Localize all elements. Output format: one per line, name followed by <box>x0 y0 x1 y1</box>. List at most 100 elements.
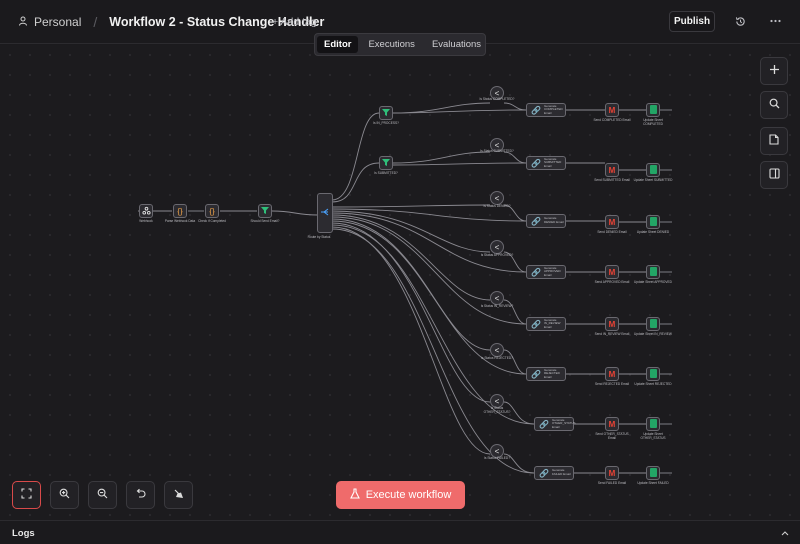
execute-workflow-button[interactable]: Execute workflow <box>336 481 465 509</box>
sheets-icon <box>649 164 657 176</box>
link-icon: 🔗 <box>539 468 549 478</box>
gmail-node[interactable]: M <box>605 417 619 431</box>
check-completed-node[interactable]: {} <box>205 204 219 218</box>
route-by-status-node[interactable] <box>317 193 333 233</box>
condition-node[interactable]: < <box>490 138 504 152</box>
sheets-icon <box>649 104 657 116</box>
code-icon: {} <box>209 206 215 216</box>
filter-icon <box>382 158 390 168</box>
toggle-panel-button[interactable] <box>760 161 788 189</box>
generate-email-node[interactable]: 🔗Generate DENIED Email <box>526 214 566 228</box>
more-options-icon[interactable] <box>768 14 782 28</box>
condition-label: Is Status COMPLETED? <box>479 97 515 101</box>
history-icon[interactable] <box>733 14 747 28</box>
condition-node[interactable]: < <box>490 240 504 254</box>
generate-email-label: Generate OTHER_STATUS Email <box>551 417 576 429</box>
chevron-up-icon[interactable] <box>778 526 792 540</box>
generate-email-node[interactable]: 🔗Generate IN_REVIEW Email <box>526 317 566 331</box>
condition-node[interactable]: < <box>490 191 504 205</box>
generate-email-label: Generate SUBMITTED Email <box>543 156 562 168</box>
generate-email-node[interactable]: 🔗Generate SUBMITTED Email <box>526 156 566 170</box>
tab-evaluations[interactable]: Evaluations <box>431 39 482 50</box>
gmail-node[interactable]: M <box>605 103 619 117</box>
webhook-node[interactable] <box>139 204 153 218</box>
gmail-node[interactable]: M <box>605 466 619 480</box>
sheets-label: Update Sheet OTHER_STATUS <box>640 432 666 440</box>
workflow-canvas[interactable] <box>0 45 800 520</box>
search-icon <box>769 96 780 114</box>
generate-email-node[interactable]: 🔗Generate REJECTED Email <box>526 367 566 381</box>
gmail-node[interactable]: M <box>605 367 619 381</box>
condition-node[interactable]: < <box>490 394 504 408</box>
plus-icon <box>769 62 780 80</box>
sheets-node[interactable] <box>646 103 660 117</box>
condition-node[interactable]: < <box>490 444 504 458</box>
gmail-icon: M <box>608 105 616 115</box>
gmail-node[interactable]: M <box>605 163 619 177</box>
tab-executions[interactable]: Executions <box>368 39 415 50</box>
gmail-node[interactable]: M <box>605 215 619 229</box>
workspace-link[interactable]: Personal <box>34 15 82 29</box>
user-icon <box>18 15 28 29</box>
flask-icon <box>349 488 360 502</box>
logs-panel-bar[interactable]: Logs <box>0 520 800 544</box>
zoom-in-button[interactable] <box>50 481 79 509</box>
tab-editor[interactable]: Editor <box>317 36 359 53</box>
generate-email-label: Generate REJECTED Email <box>543 367 560 379</box>
sticky-note-button[interactable] <box>760 127 788 155</box>
sheets-icon <box>649 216 657 228</box>
sheets-node[interactable] <box>646 317 660 331</box>
if-in-process-node[interactable] <box>379 106 393 120</box>
workflow-title[interactable]: Workflow 2 - Status Change Handler <box>109 15 325 29</box>
branch-icon: < <box>494 140 500 150</box>
gmail-node[interactable]: M <box>605 317 619 331</box>
gmail-label: Send COMPLETED Email <box>593 118 631 122</box>
add-node-button[interactable] <box>760 57 788 85</box>
generate-email-node[interactable]: 🔗Generate OTHER_STATUS Email <box>534 417 576 431</box>
condition-label: Is Status OTHER_STATUS? <box>483 406 511 414</box>
generate-email-label: Generate COMPLETED Email <box>543 103 563 115</box>
branch-icon: < <box>494 242 500 252</box>
sheets-node[interactable] <box>646 265 660 279</box>
sheets-label: Update Sheet DENIED <box>636 230 670 234</box>
branch-icon: < <box>494 345 500 355</box>
condition-node[interactable]: < <box>490 291 504 305</box>
parse-webhook-node[interactable]: {} <box>173 204 187 218</box>
sheets-node[interactable] <box>646 163 660 177</box>
generate-email-node[interactable]: 🔗Generate COMPLETED Email <box>526 103 566 117</box>
reset-zoom-button[interactable] <box>126 481 155 509</box>
link-icon: 🔗 <box>531 319 541 329</box>
tidy-up-button[interactable] <box>164 481 193 509</box>
generate-email-node[interactable]: 🔗Generate APPROVED Email <box>526 265 566 279</box>
link-icon: 🔗 <box>531 158 541 168</box>
link-icon: 🔗 <box>531 216 541 226</box>
sheets-node[interactable] <box>646 466 660 480</box>
fit-view-button[interactable] <box>12 481 41 509</box>
sheets-label: Update Sheet FAILED <box>637 481 669 485</box>
webhook-node-label: Webhook <box>139 219 153 223</box>
should-send-node[interactable] <box>258 204 272 218</box>
gmail-icon: M <box>608 419 616 429</box>
condition-node[interactable]: < <box>490 86 504 100</box>
generate-email-node[interactable]: 🔗Generate FAILED Email <box>534 466 574 480</box>
link-icon: 🔗 <box>531 105 541 115</box>
gmail-icon: M <box>608 369 616 379</box>
switch-icon <box>321 208 329 218</box>
if-submitted-node[interactable] <box>379 156 393 170</box>
gmail-icon: M <box>608 319 616 329</box>
link-icon: 🔗 <box>539 419 549 429</box>
publish-button[interactable]: Publish <box>669 11 715 32</box>
sheets-label: Update Sheet REJECTED <box>634 382 672 386</box>
condition-node[interactable]: < <box>490 343 504 357</box>
sheets-node[interactable] <box>646 215 660 229</box>
sheets-node[interactable] <box>646 367 660 381</box>
sheets-node[interactable] <box>646 417 660 431</box>
zoom-out-button[interactable] <box>88 481 117 509</box>
gmail-label: Send REJECTED Email <box>594 382 629 386</box>
search-nodes-button[interactable] <box>760 91 788 119</box>
condition-label: Is Status FAILED? <box>483 456 511 460</box>
add-tag-button[interactable]: + Add tag <box>272 16 317 28</box>
breadcrumb-separator: / <box>93 14 98 30</box>
gmail-node[interactable]: M <box>605 265 619 279</box>
generate-email-label: Generate FAILED Email <box>551 468 571 476</box>
